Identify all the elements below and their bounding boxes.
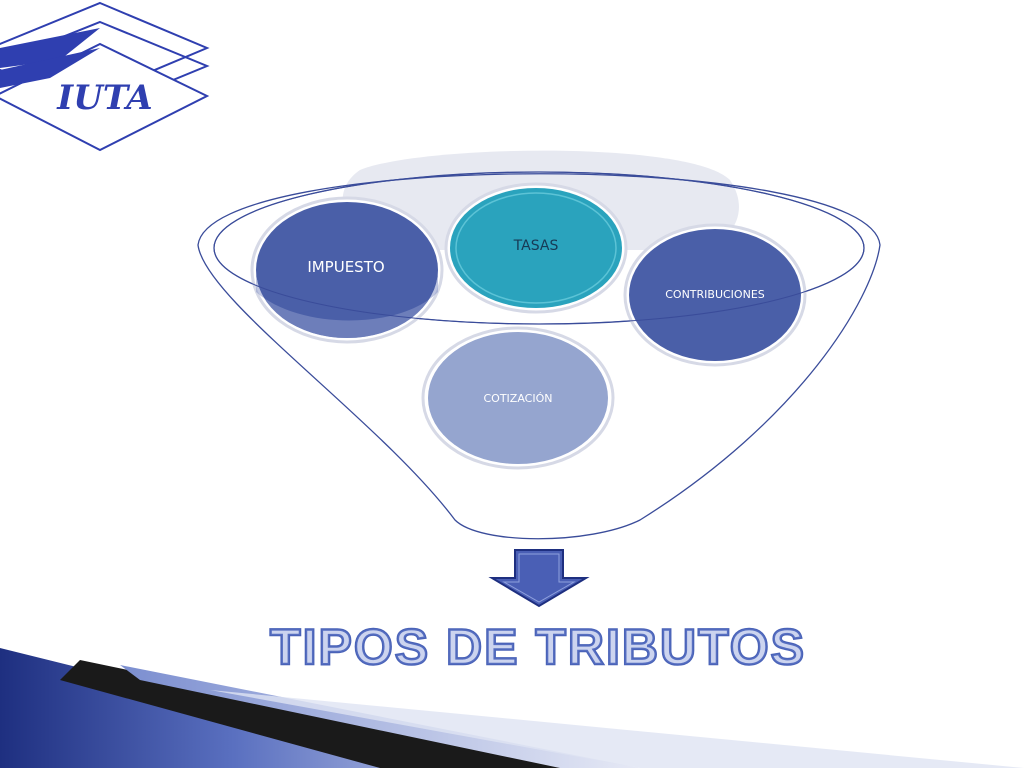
- down-arrow-icon: [488, 549, 590, 608]
- funnel-outline: [197, 173, 881, 540]
- cotizacion-label: COTIZACIÓN: [484, 392, 553, 405]
- circle-impuesto: IMPUESTO: [250, 196, 444, 344]
- contribuciones-label: CONTRIBUCIONES: [665, 288, 765, 301]
- circle-tasas: TASAS: [444, 182, 628, 314]
- circle-contribuciones: CONTRIBUCIONES: [623, 223, 807, 367]
- circle-cotizacion: COTIZACIÓN: [421, 326, 615, 470]
- tasas-label: TASAS: [513, 238, 559, 254]
- bottom-decor-band: [0, 648, 1024, 768]
- iuta-logo: IUTA: [0, 1, 210, 152]
- slide-title-wrap: TIPOS DE TRIBUTOS TIPOS DE TRIBUTOS: [0, 612, 1024, 696]
- slide-title: TIPOS DE TRIBUTOS: [270, 619, 806, 675]
- impuesto-label: IMPUESTO: [307, 258, 384, 276]
- logo-text: IUTA: [56, 78, 152, 118]
- slide-title-fill: TIPOS DE TRIBUTOS: [270, 619, 806, 675]
